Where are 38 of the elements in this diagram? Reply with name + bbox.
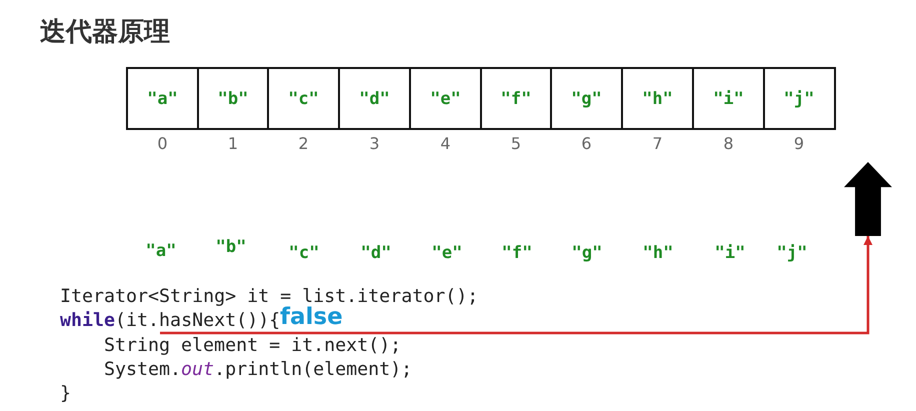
index-number: 8	[722, 134, 735, 154]
code-line: while(it.hasNext()){	[60, 309, 282, 333]
index-number: 3	[368, 134, 381, 154]
index-number: 1	[226, 134, 240, 154]
code-line: }	[60, 382, 72, 406]
string-literal: "i"	[714, 243, 746, 263]
string-literal: "f"	[502, 243, 532, 263]
index-number: 0	[156, 134, 169, 154]
array-cell: "c"	[267, 67, 340, 130]
array-cell: "e"	[409, 67, 482, 130]
string-literal: "d"	[360, 243, 392, 263]
array-cell: "f"	[480, 67, 552, 130]
index-number: 9	[792, 134, 806, 154]
index-number: 4	[439, 134, 452, 154]
index-number: 5	[510, 134, 522, 154]
string-literal: "j"	[776, 243, 808, 263]
title: 迭代器原理	[40, 17, 170, 47]
string-literal: "b"	[216, 237, 246, 257]
block-arrow	[844, 162, 892, 236]
array-cell: "a"	[126, 67, 199, 130]
string-literal: "g"	[572, 243, 602, 263]
array-cell: "b"	[196, 67, 270, 130]
code-line: System.out.println(element);	[104, 358, 412, 382]
string-literal: "h"	[642, 243, 674, 263]
array-cell: "j"	[762, 67, 836, 130]
index-number: 7	[651, 134, 664, 154]
index-number: 6	[580, 134, 593, 154]
array-cell: "d"	[338, 67, 411, 130]
connector-arrow	[160, 236, 872, 334]
code-line: String element = it.next();	[104, 334, 402, 358]
array-cell: "i"	[692, 67, 765, 130]
index-number: 2	[297, 134, 310, 154]
string-literal: "e"	[432, 243, 462, 263]
code-line: Iterator<String> it = list.iterator();	[60, 285, 478, 307]
string-literal: "a"	[146, 241, 176, 261]
string-literal: "c"	[288, 243, 320, 263]
array-cell: "h"	[621, 67, 694, 130]
array-cell: "g"	[550, 67, 623, 130]
